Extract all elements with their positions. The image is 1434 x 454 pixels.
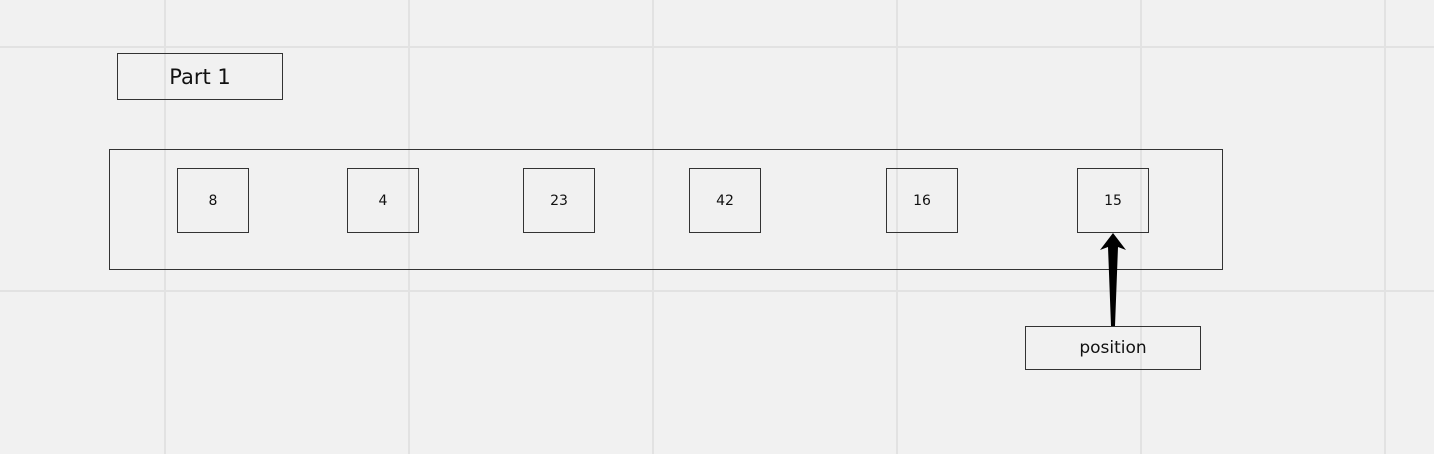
position-label-box: position xyxy=(1025,326,1201,370)
array-container xyxy=(109,149,1223,270)
array-cell-3: 42 xyxy=(689,168,761,233)
array-cell-4: 16 xyxy=(886,168,958,233)
array-cell-2: 23 xyxy=(523,168,595,233)
pointer-arrow-shape xyxy=(1100,233,1126,326)
diagram-title: Part 1 xyxy=(117,53,283,100)
array-cell-5: 15 xyxy=(1077,168,1149,233)
array-cell-1: 4 xyxy=(347,168,419,233)
array-cell-0: 8 xyxy=(177,168,249,233)
